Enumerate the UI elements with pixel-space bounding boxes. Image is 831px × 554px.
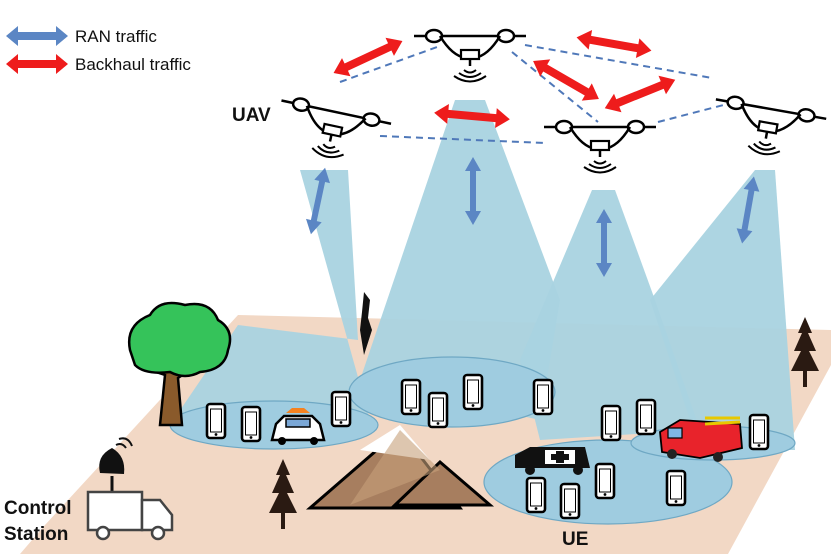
mountains <box>305 425 495 510</box>
tree-icon <box>127 301 232 427</box>
control-station-label-line2: Station <box>4 524 68 545</box>
satellite-dish-icon <box>99 437 133 492</box>
ambulance-icon <box>515 447 590 475</box>
drone-icon <box>542 119 658 174</box>
control-station-label-line1: Control <box>4 498 72 519</box>
uav-links <box>339 44 736 144</box>
legend: RAN traffic Backhaul traffic <box>6 26 191 74</box>
ue-label: UE <box>562 529 588 550</box>
pine-icon <box>360 292 372 355</box>
legend-ran-label: RAN traffic <box>75 27 157 46</box>
coverage-beams <box>170 100 795 450</box>
fire-truck-icon <box>659 416 743 462</box>
truck-icon <box>86 490 174 541</box>
police-car-icon <box>270 408 326 445</box>
uav-label: UAV <box>232 105 271 126</box>
legend-backhaul-label: Backhaul traffic <box>75 55 191 74</box>
ran-legend-arrow <box>6 26 68 46</box>
drone-icon <box>706 92 829 165</box>
backhaul-legend-arrow <box>6 54 68 74</box>
drone-icon <box>270 93 394 170</box>
drone-icon <box>412 28 528 83</box>
